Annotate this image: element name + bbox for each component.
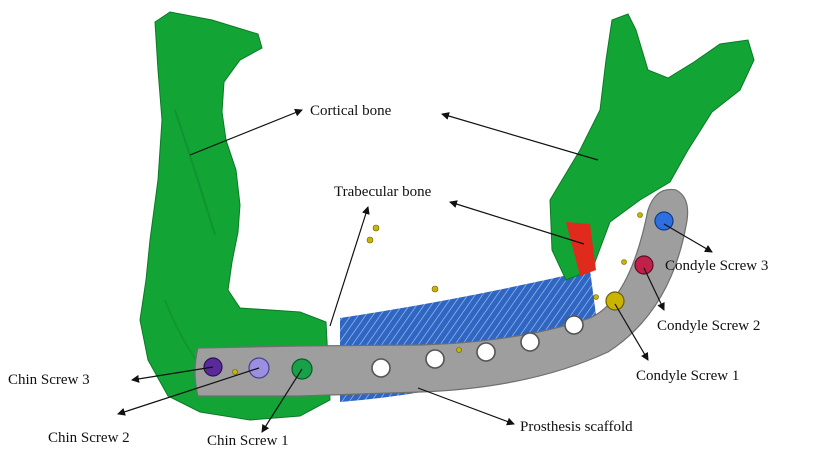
chin-screw-2-label: Chin Screw 2 — [48, 430, 130, 446]
plate-hole — [521, 333, 539, 351]
plate-hole — [372, 359, 390, 377]
plate-hole — [426, 350, 444, 368]
leader-cortical-right — [442, 114, 598, 160]
plate-hole — [565, 316, 583, 334]
chin-screw-3-label: Chin Screw 3 — [8, 372, 90, 388]
trabecular-bone-label: Trabecular bone — [334, 184, 432, 200]
condyle-screw-2-label: Condyle Screw 2 — [657, 318, 760, 334]
leader-trabecular-plate — [330, 207, 368, 326]
leader-scaffold — [418, 388, 514, 424]
chin-screw-1-label: Chin Screw 1 — [207, 433, 289, 449]
prosthesis-scaffold-label: Prosthesis scaffold — [520, 419, 633, 435]
cortical-bone-label: Cortical bone — [310, 103, 392, 119]
plate-hole — [477, 343, 495, 361]
condyle-screw-2 — [635, 256, 653, 274]
condyle-screw-3-label: Condyle Screw 3 — [665, 258, 768, 274]
condyle-screw-1-label: Condyle Screw 1 — [636, 368, 739, 384]
condyle-screw-1 — [606, 292, 624, 310]
